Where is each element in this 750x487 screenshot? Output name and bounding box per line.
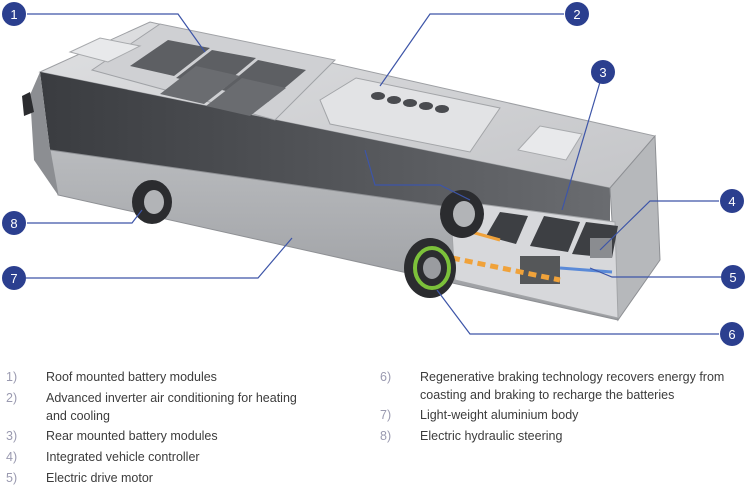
roof-hatch-front	[68, 37, 142, 63]
legend-number: 6)	[380, 370, 392, 384]
roof-ac-unit	[319, 77, 501, 153]
legend-number: 3)	[6, 429, 18, 443]
callout-6: 6	[720, 322, 744, 346]
svg-text:7: 7	[10, 271, 17, 286]
legend-text: Electric hydraulic steering	[420, 429, 563, 443]
ac-fans	[371, 92, 449, 113]
callout-4: 4	[720, 189, 744, 213]
legend-text: Light-weight aluminium body	[420, 408, 579, 422]
svg-text:3: 3	[599, 65, 606, 80]
legend-text: Regenerative braking technology recovers…	[420, 370, 725, 402]
callout-3: 3	[591, 60, 615, 84]
roof-battery-modules	[130, 40, 306, 116]
legend-number: 7)	[380, 408, 392, 422]
front-wheel	[132, 180, 172, 224]
callout-7: 7	[2, 266, 26, 290]
side-mirror	[22, 92, 34, 116]
legend-number: 8)	[380, 429, 392, 443]
drive-motor	[520, 256, 560, 284]
svg-text:1: 1	[10, 7, 17, 22]
svg-text:5: 5	[729, 270, 736, 285]
legend-number: 2)	[6, 391, 18, 405]
legend-number: 4)	[6, 450, 18, 464]
svg-text:6: 6	[728, 327, 735, 342]
bus-window-band	[40, 72, 610, 230]
svg-text:4: 4	[728, 194, 735, 209]
callout-2: 2	[565, 2, 589, 26]
svg-text:8: 8	[10, 216, 17, 231]
hv-cable	[451, 255, 561, 283]
callout-1: 1	[2, 2, 26, 26]
legend-text: Rear mounted battery modules	[46, 429, 218, 443]
legend-text: Integrated vehicle controller	[46, 450, 200, 464]
legend-number: 5)	[6, 471, 18, 485]
legend-text: Electric drive motor	[46, 471, 153, 485]
callout-8: 8	[2, 211, 26, 235]
svg-text:2: 2	[573, 7, 580, 22]
roof-hatch-rear	[517, 125, 583, 161]
callout-5: 5	[721, 265, 745, 289]
leader-lines	[26, 13, 721, 335]
legend-text: Advanced inverter air conditioning for h…	[46, 391, 297, 423]
blue-cable	[559, 266, 613, 274]
legend-number: 1)	[6, 370, 18, 384]
rear-wheel-regen	[404, 238, 456, 298]
rear-axle-wheel	[440, 190, 484, 238]
legend-text: Roof mounted battery modules	[46, 370, 217, 384]
bus-front	[30, 72, 58, 195]
electric-bus-illustration: 1 2 3 4 5 6 7 8	[2, 2, 745, 346]
